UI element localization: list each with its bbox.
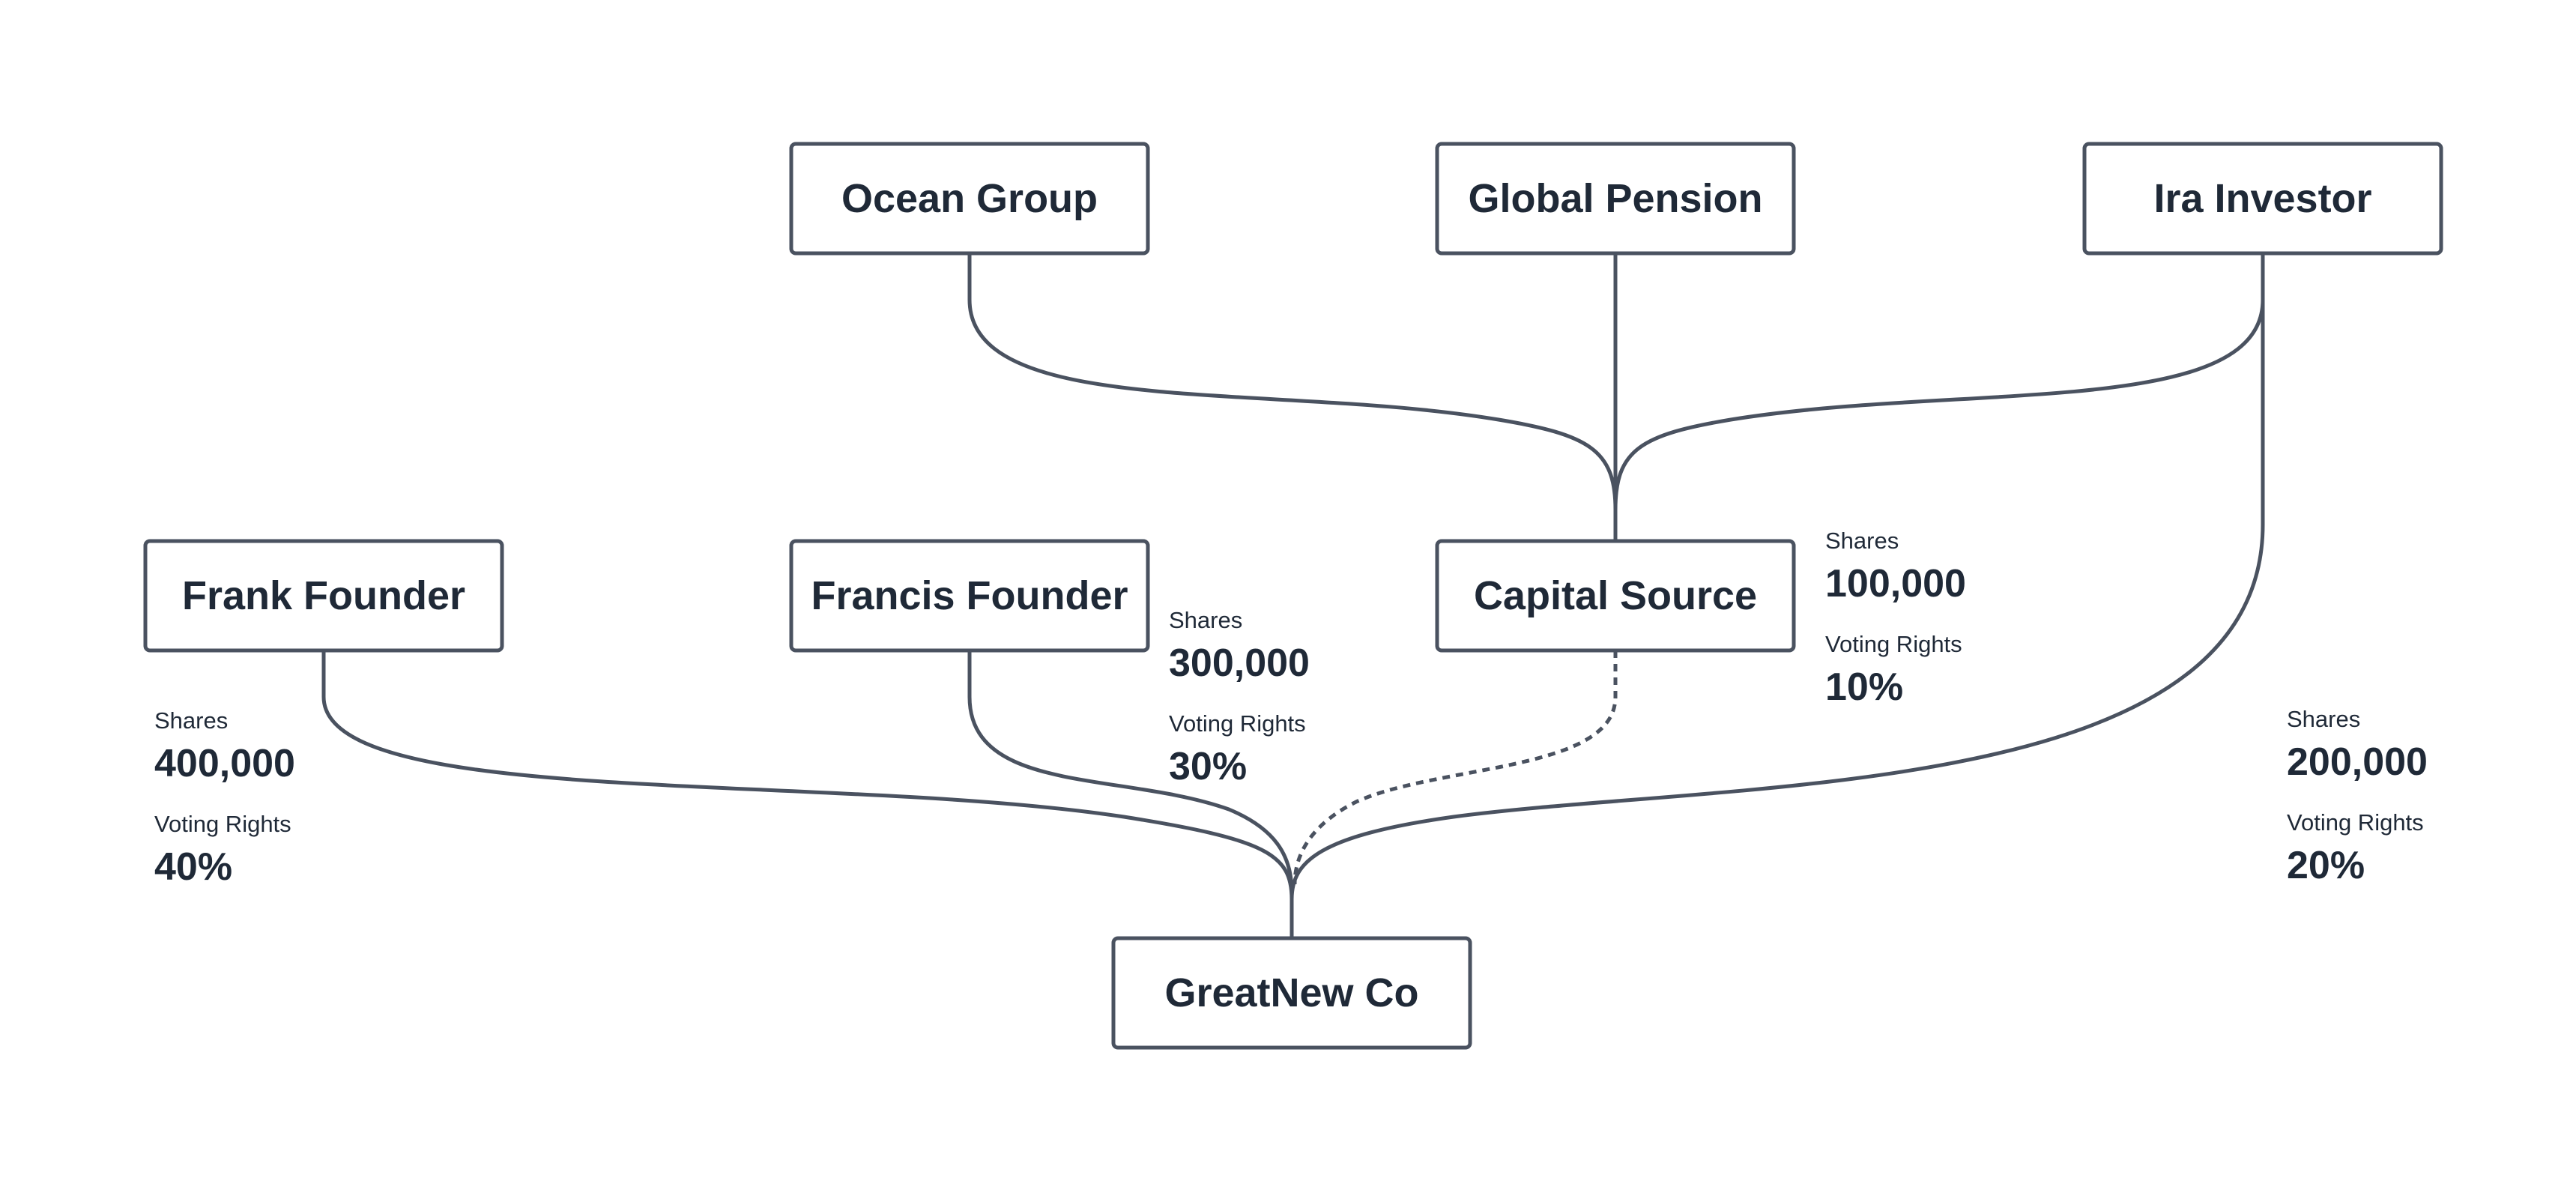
shares-label: Shares bbox=[1169, 607, 1242, 633]
node-label: Francis Founder bbox=[811, 573, 1128, 618]
stats-francis-founder: Shares 300,000 Voting Rights 30% bbox=[1169, 607, 1310, 788]
node-ira-investor[interactable]: Ira Investor bbox=[2082, 142, 2443, 256]
node-capital-source[interactable]: Capital Source bbox=[1435, 539, 1796, 653]
node-label: GreatNew Co bbox=[1164, 970, 1418, 1015]
edge-ira-to-greatnew bbox=[1289, 253, 2265, 900]
shares-label: Shares bbox=[2287, 706, 2360, 732]
voting-rights-label: Voting Rights bbox=[1169, 710, 1306, 737]
shares-value: 400,000 bbox=[154, 742, 295, 785]
node-label: Frank Founder bbox=[182, 573, 465, 618]
node-frank-founder[interactable]: Frank Founder bbox=[143, 539, 504, 653]
shares-label: Shares bbox=[1825, 528, 1899, 554]
node-ocean-group[interactable]: Ocean Group bbox=[789, 142, 1150, 256]
voting-rights-value: 30% bbox=[1169, 745, 1247, 788]
voting-rights-value: 20% bbox=[2287, 844, 2365, 887]
shares-value: 200,000 bbox=[2287, 740, 2428, 784]
node-label: Ocean Group bbox=[841, 176, 1098, 221]
node-greatnew-co[interactable]: GreatNew Co bbox=[1111, 936, 1472, 1050]
stats-ira-investor: Shares 200,000 Voting Rights 20% bbox=[2287, 706, 2428, 887]
edge-ira-to-capital bbox=[1613, 253, 2265, 510]
voting-rights-value: 40% bbox=[154, 845, 232, 889]
edge-frank-to-greatnew bbox=[321, 650, 1294, 938]
voting-rights-label: Voting Rights bbox=[2287, 809, 2424, 836]
edge-francis-to-greatnew bbox=[967, 650, 1294, 892]
voting-rights-label: Voting Rights bbox=[154, 811, 291, 837]
edge-ocean-to-capital bbox=[967, 253, 1618, 541]
edge-capital-to-greatnew-dashed bbox=[1292, 650, 1618, 885]
shares-label: Shares bbox=[154, 707, 228, 734]
node-label: Ira Investor bbox=[2153, 176, 2371, 221]
stats-capital-source: Shares 100,000 Voting Rights 10% bbox=[1825, 528, 1966, 709]
node-francis-founder[interactable]: Francis Founder bbox=[789, 539, 1150, 653]
shares-value: 100,000 bbox=[1825, 562, 1966, 605]
node-label: Capital Source bbox=[1474, 573, 1757, 618]
shares-value: 300,000 bbox=[1169, 641, 1310, 685]
stats-frank-founder: Shares 400,000 Voting Rights 40% bbox=[154, 707, 295, 889]
node-label: Global Pension bbox=[1468, 176, 1762, 221]
voting-rights-label: Voting Rights bbox=[1825, 631, 1962, 657]
node-global-pension[interactable]: Global Pension bbox=[1435, 142, 1796, 256]
voting-rights-value: 10% bbox=[1825, 665, 1903, 709]
